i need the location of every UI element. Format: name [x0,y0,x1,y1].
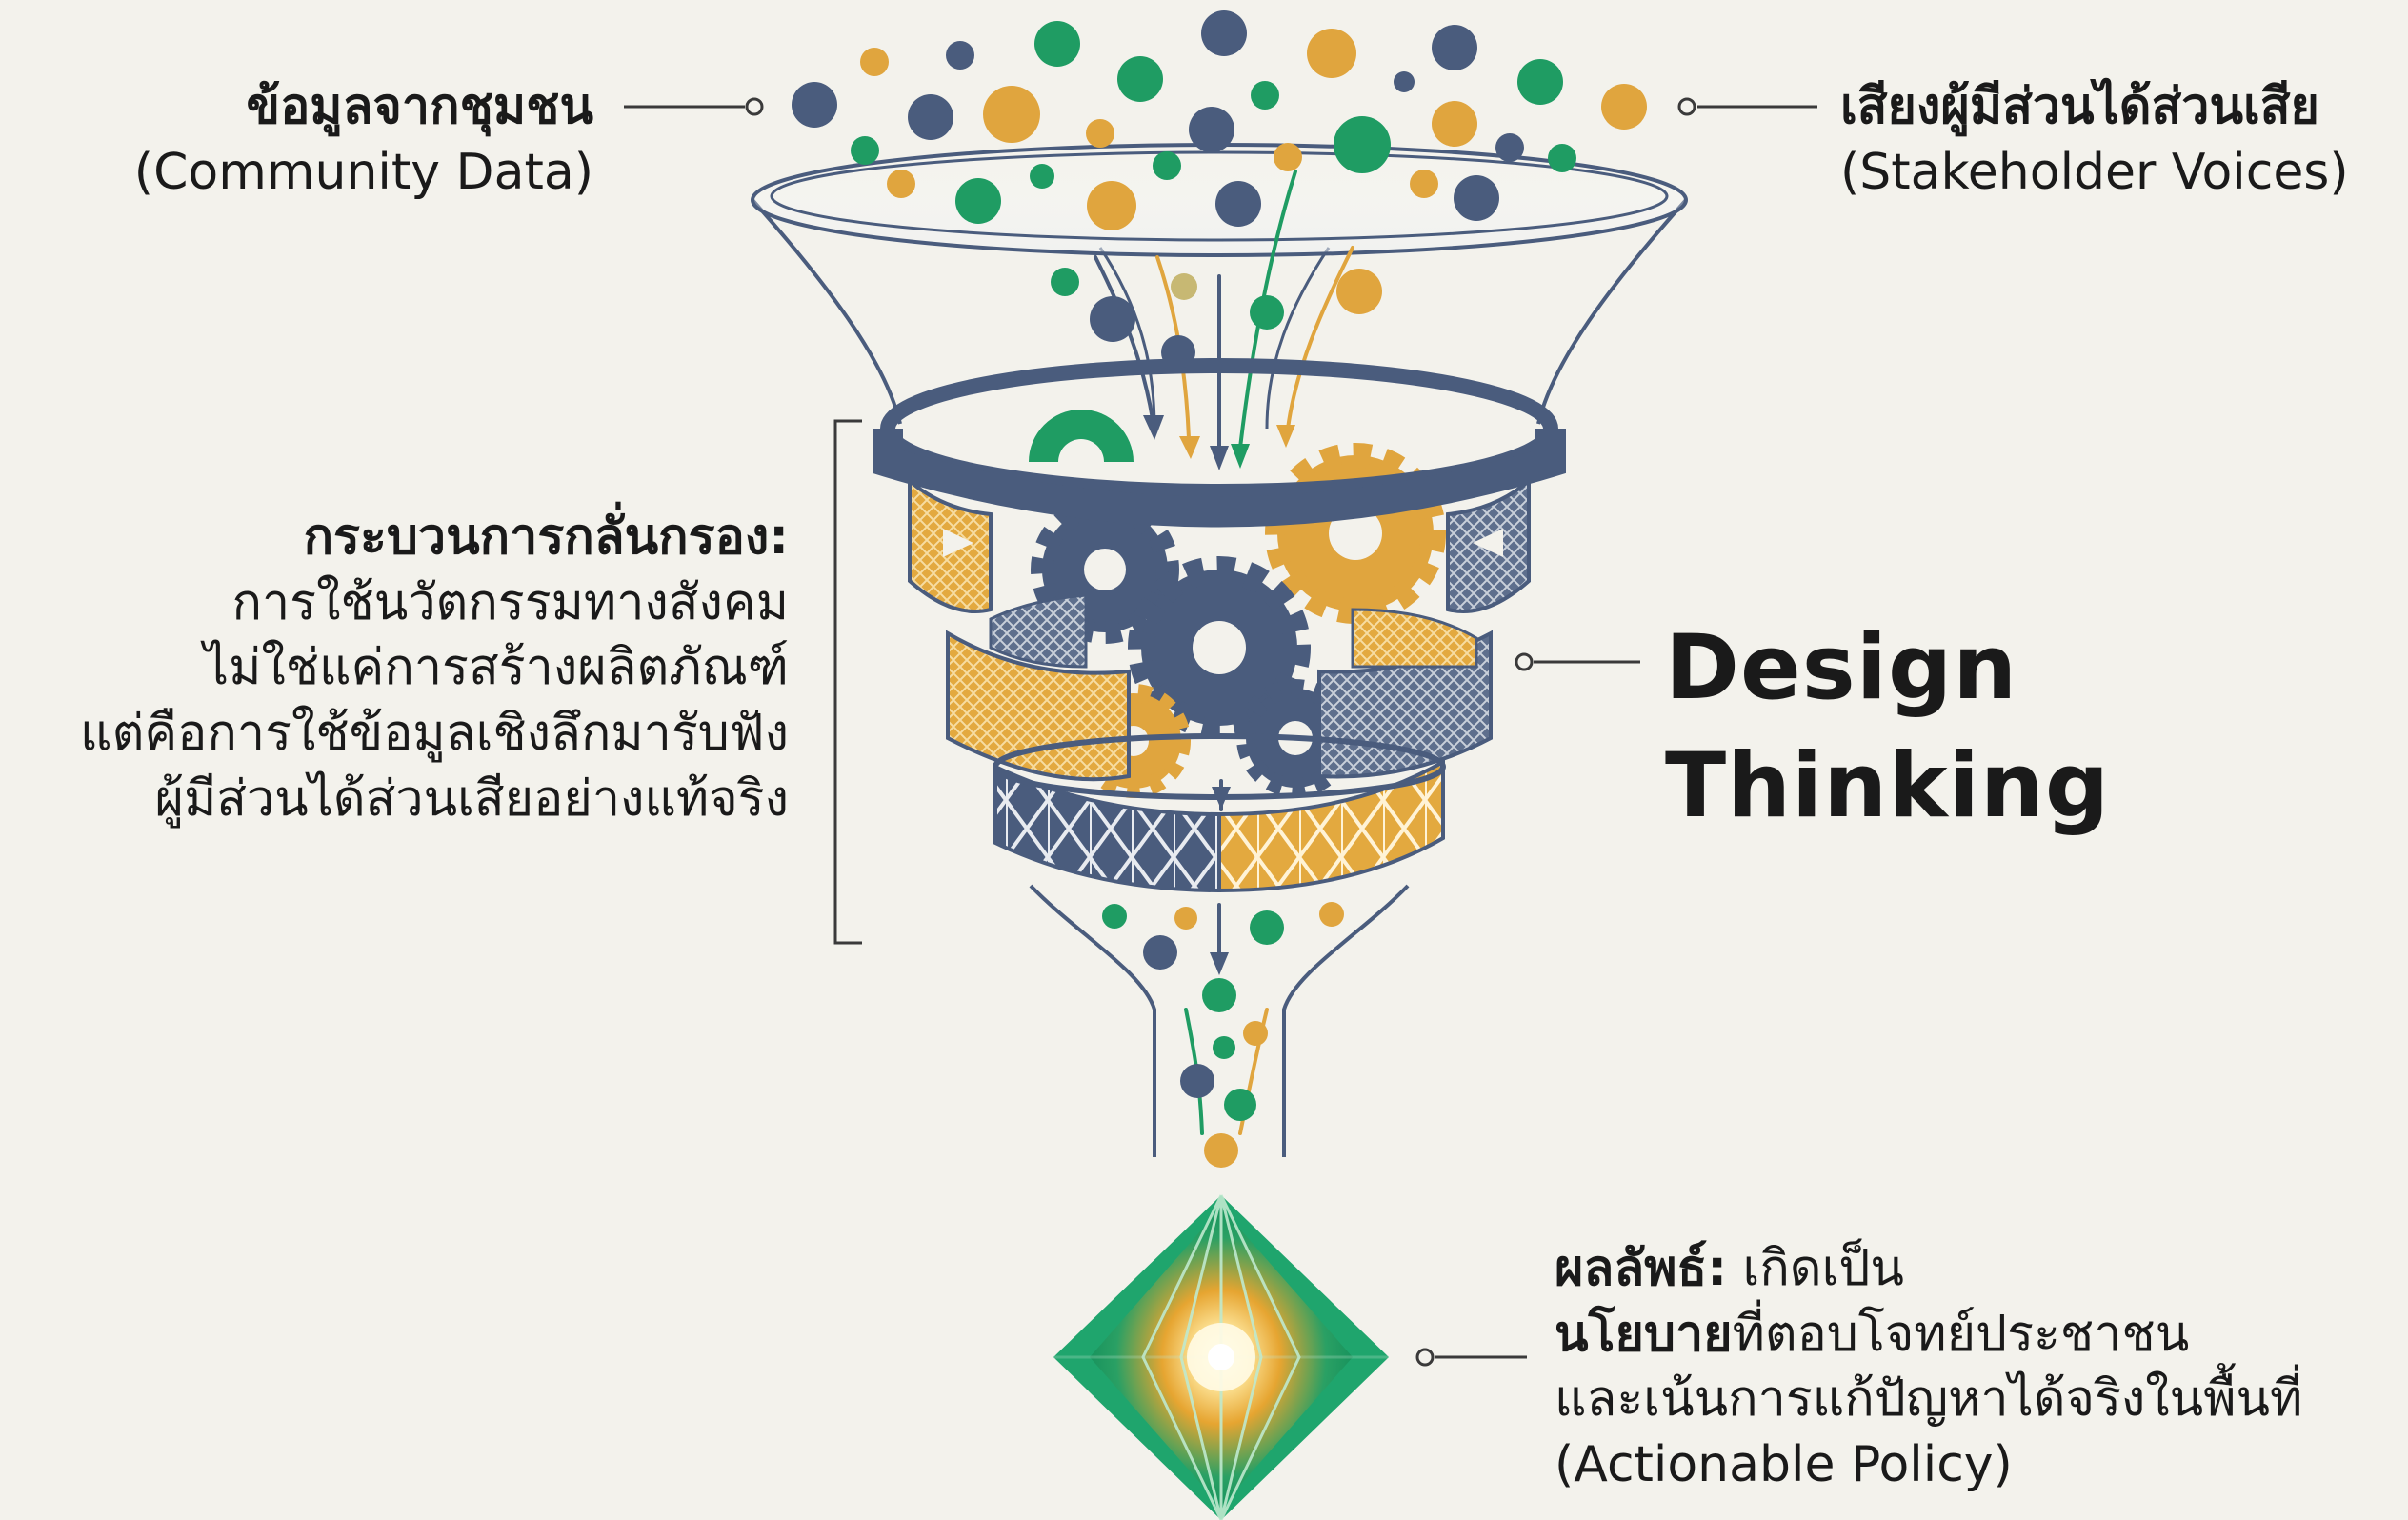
result-title-rest: เกิดเป็น [1727,1240,1904,1297]
filtering-process-line-2: ไม่ใช่แค่การสร้างผลิตภัณฑ์ [203,639,789,697]
diamond-gem-icon [1054,1194,1389,1520]
result-label: ผลลัพธ์: เกิดเป็น นโยบายที่ตอบโจทย์ประชา… [1555,1236,2302,1498]
data-dot-icon [792,10,1647,370]
filtering-process-line-1: การใช้นวัตกรรมทางสังคม [231,573,790,631]
stakeholder-voices-subtitle: (Stakeholder Voices) [1840,143,2349,201]
filtering-process-line-3: แต่คือการใช้ข้อมูลเชิงลึกมารับฟัง [80,704,789,762]
stakeholder-voices-title: เสียงผู้มีส่วนได้ส่วนเสีย [1840,78,2319,135]
data-dot-icon [1102,902,1344,1168]
filtering-process-line-4: ผู้มีส่วนได้ส่วนเสียอย่างแท้จริง [154,770,790,828]
community-data-title: ข้อมูลจากชุมชน [246,78,593,135]
data-flow-arrowheads [1143,415,1295,975]
result-line-4: (Actionable Policy) [1555,1435,2013,1493]
stakeholder-voices-label: เสียงผู้มีส่วนได้ส่วนเสีย (Stakeholder V… [1840,74,2349,205]
filter-ring-icon [873,358,1566,893]
community-data-subtitle: (Community Data) [133,143,593,201]
community-data-label: ข้อมูลจากชุมชน (Community Data) [134,74,593,205]
result-line-1: ผลลัพธ์: เกิดเป็น [1555,1236,2302,1302]
filtering-process-title: กระบวนการกลั่นกรอง: [303,509,789,566]
result-policy-rest: ที่ตอบโจทย์ประชาชน [1732,1305,2190,1363]
result-policy-bold: นโยบาย [1555,1305,1733,1363]
result-line-2: นโยบายที่ตอบโจทย์ประชาชน [1555,1302,2302,1368]
connector-lines [624,97,1817,1367]
design-thinking-label: Design Thinking [1665,616,2111,839]
result-line-3: และเน้นการแก้ปัญหาได้จริงในพื้นที่ [1555,1370,2303,1429]
filtering-process-label: กระบวนการกลั่นกรอง: การใช้นวัตกรรมทางสัง… [80,505,789,831]
result-title: ผลลัพธ์: [1555,1240,1728,1297]
